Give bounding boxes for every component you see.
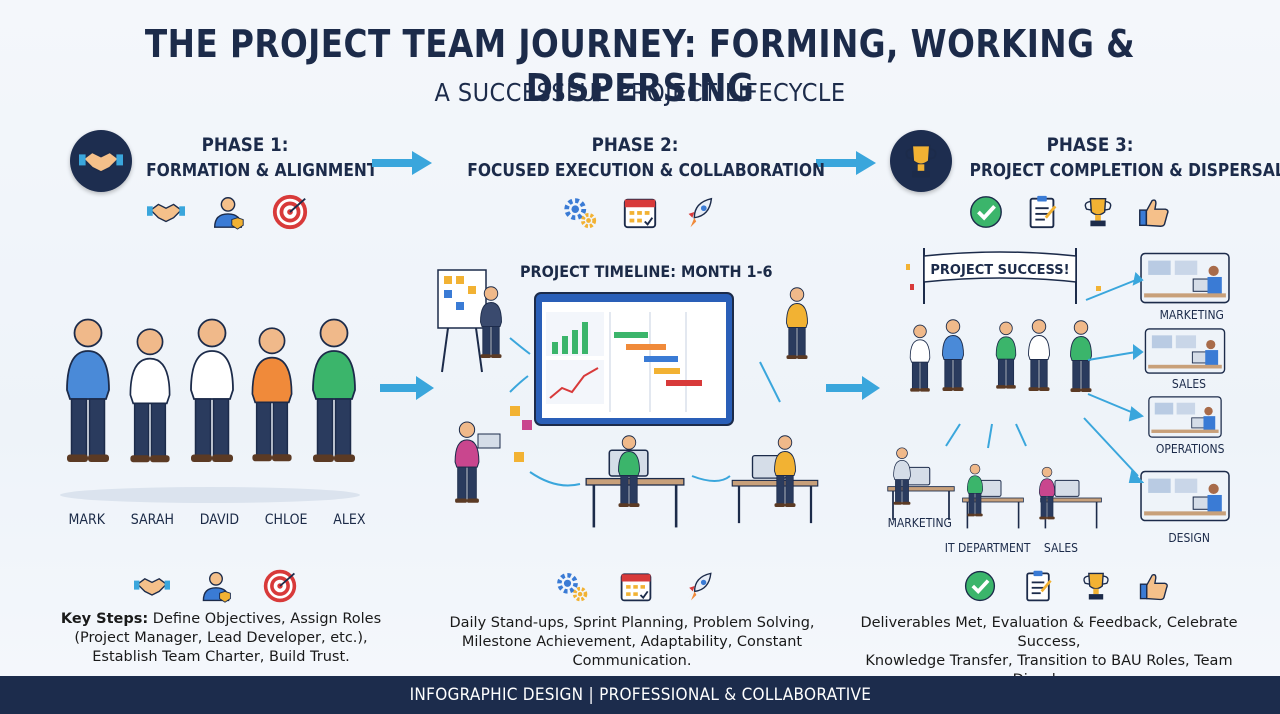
phase1-steps: Key Steps: Define Objectives, Assign Rol… — [56, 610, 386, 667]
phase2-icon-row — [560, 192, 720, 232]
phase1-steps-line2: (Project Manager, Lead Developer, etc.), — [74, 630, 368, 646]
phase3-name: PROJECT COMPLETION & DISPERSAL — [969, 160, 1280, 181]
office-sales-right — [1144, 328, 1226, 374]
footer-text: INFOGRAPHIC DESIGN | PROFESSIONAL & COLL… — [409, 685, 871, 705]
timeline-dashboard — [534, 292, 734, 426]
phase1-label: PHASE 1: — [201, 134, 289, 156]
thumbs-up-icon — [1134, 566, 1174, 606]
team-name-chloe: CHLOE — [264, 512, 308, 528]
phase3-badge-icon — [890, 130, 952, 192]
phase3-label: PHASE 3: — [1046, 134, 1134, 156]
phase2-to-phase3-flow-arrow — [826, 376, 880, 400]
trophy-icon — [1076, 566, 1116, 606]
page-title: THE PROJECT TEAM JOURNEY: FORMING, WORKI… — [144, 22, 1136, 110]
trophy-icon — [1078, 192, 1118, 232]
phase2-steps-line1: Daily Stand-ups, Sprint Planning, Proble… — [449, 615, 815, 631]
phase2-steps-line2: Milestone Achievement, Adaptability, Con… — [461, 634, 803, 669]
person-alex — [311, 318, 357, 464]
gears-icon — [552, 566, 592, 606]
manager-icon — [208, 192, 248, 232]
dept-marketing-right: MARKETING — [1159, 308, 1224, 322]
phase1-name: FORMATION & ALIGNMENT — [146, 160, 378, 181]
thumbs-up-icon — [1134, 192, 1174, 232]
office-operations-right — [1148, 396, 1222, 438]
dispersed-desks — [886, 423, 1103, 530]
dept-sales-right: SALES — [1171, 377, 1207, 391]
dept-operations-right: OPERATIONS — [1155, 442, 1225, 456]
timeline-title: PROJECT TIMELINE: MONTH 1-6 — [520, 262, 773, 281]
phase3-header: PHASE 3: PROJECT COMPLETION & DISPERSAL — [950, 134, 1280, 181]
dept-marketing-bottom: MARKETING — [887, 516, 952, 530]
team-names: MARK SARAH DAVID CHLOE ALEX — [69, 512, 366, 528]
dispersal-arrows — [1083, 271, 1144, 483]
team-name-david: DAVID — [199, 512, 240, 528]
phase2-name: FOCUSED EXECUTION & COLLABORATION — [467, 160, 825, 181]
phase2-header: PHASE 2: FOCUSED EXECUTION & COLLABORATI… — [440, 134, 830, 181]
team-name-alex: ALEX — [333, 512, 366, 528]
clipboard-icon — [1022, 192, 1062, 232]
person-sarah — [129, 327, 171, 464]
collaboration-scene — [437, 269, 819, 529]
team-name-sarah: SARAH — [130, 512, 174, 528]
target-icon — [260, 566, 300, 606]
dept-sales-bottom: SALES — [1043, 541, 1079, 555]
rocket-icon — [680, 192, 720, 232]
phase3-bottom-icons — [960, 566, 1174, 606]
phase1-icon-row — [146, 192, 310, 232]
handshake-icon — [146, 192, 186, 232]
handshake-icon — [132, 566, 172, 606]
phase3-icon-row — [966, 192, 1174, 232]
phase1-to-phase2-flow-arrow — [380, 376, 434, 400]
dept-it-bottom: IT DEPARTMENT — [944, 541, 1031, 555]
person-mark — [65, 318, 111, 464]
phase1-to-phase2-arrow — [372, 151, 432, 175]
person-david — [189, 318, 235, 464]
office-marketing-right — [1140, 252, 1230, 304]
phase1-steps-heading: Key Steps: — [60, 611, 149, 627]
celebration-banner: PROJECT SUCCESS! — [930, 263, 1069, 278]
clipboard-icon — [1018, 566, 1058, 606]
phase2-bottom-icons — [552, 566, 720, 606]
checkmark-icon — [960, 566, 1000, 606]
phase2-to-phase3-arrow — [816, 151, 876, 175]
footer-bar: INFOGRAPHIC DESIGN | PROFESSIONAL & COLL… — [0, 676, 1280, 714]
celebration-scene: PROJECT SUCCESS! — [906, 248, 1101, 393]
person-chloe — [251, 326, 293, 463]
phase1-steps-line1: Define Objectives, Assign Roles — [148, 611, 382, 627]
phase1-header: PHASE 1: FORMATION & ALIGNMENT — [130, 134, 378, 181]
phase1-badge-icon — [70, 130, 132, 192]
page-subtitle: A SUCCESSFUL PROJECT LIFECYCLE — [434, 78, 846, 107]
rocket-icon — [680, 566, 720, 606]
phase2-label: PHASE 2: — [591, 134, 679, 156]
office-design-right — [1140, 470, 1230, 522]
phase1-bottom-icons — [132, 566, 300, 606]
gears-icon — [560, 192, 600, 232]
phase1-steps-line3: Establish Team Charter, Build Trust. — [92, 649, 350, 665]
team-name-mark: MARK — [68, 512, 106, 528]
calendar-icon — [620, 192, 660, 232]
target-icon — [270, 192, 310, 232]
phase3-steps-line1: Deliverables Met, Evaluation & Feedback,… — [860, 615, 1238, 650]
calendar-icon — [616, 566, 656, 606]
checkmark-icon — [966, 192, 1006, 232]
manager-icon — [196, 566, 236, 606]
dept-design-right: DESIGN — [1168, 531, 1210, 545]
phase2-steps: Daily Stand-ups, Sprint Planning, Proble… — [432, 614, 832, 671]
team-illustration — [60, 318, 360, 503]
